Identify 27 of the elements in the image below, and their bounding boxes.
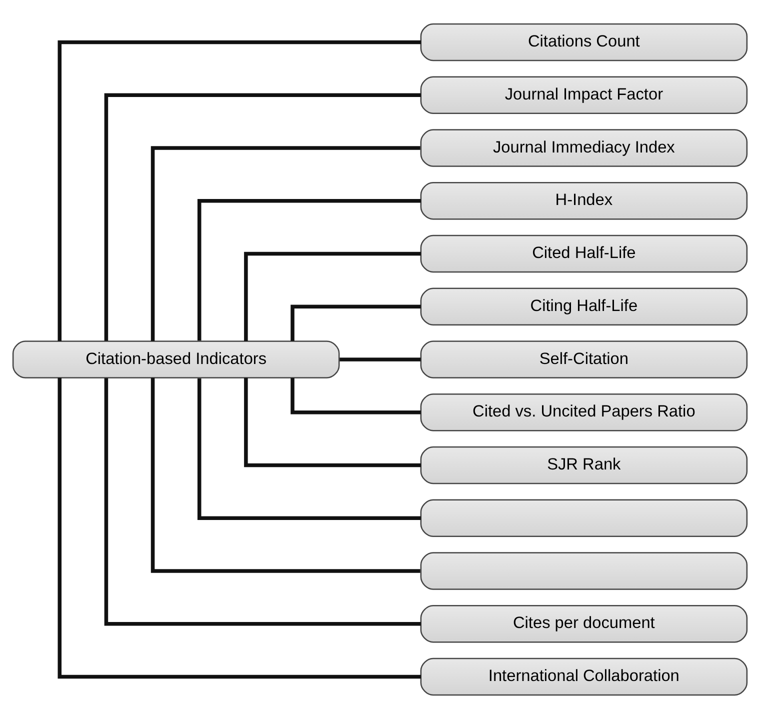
- connector: [244, 252, 421, 342]
- connector: [58, 40, 421, 342]
- node-box: Citation-based Indicators: [12, 340, 340, 378]
- node-box: Cited Half-Life: [420, 234, 748, 273]
- connector: [150, 378, 420, 573]
- connector: [197, 378, 421, 520]
- node-box: SJR Rank: [420, 446, 748, 484]
- node-box: [420, 499, 748, 537]
- connector: [244, 378, 421, 468]
- node-box: Citing Half-Life: [420, 288, 748, 326]
- node-box: H-Index: [420, 182, 748, 220]
- node-box: Cites per document: [420, 604, 748, 643]
- connector: [197, 199, 421, 341]
- node-box: International Collaboration: [420, 658, 748, 696]
- connector: [104, 378, 421, 626]
- connector: [58, 378, 421, 679]
- node-box: Citations Count: [420, 23, 748, 62]
- node-box: Cited vs. Uncited Papers Ratio: [420, 393, 748, 432]
- node-box: [420, 552, 748, 590]
- node-box: Journal Immediacy Index: [420, 129, 748, 167]
- node-box: Self-Citation: [420, 340, 748, 378]
- connector: [104, 93, 421, 341]
- connector: [340, 358, 421, 362]
- node-box: Journal Impact Factor: [420, 76, 748, 114]
- connector: [150, 146, 420, 342]
- connector: [290, 304, 421, 341]
- connector: [290, 378, 421, 414]
